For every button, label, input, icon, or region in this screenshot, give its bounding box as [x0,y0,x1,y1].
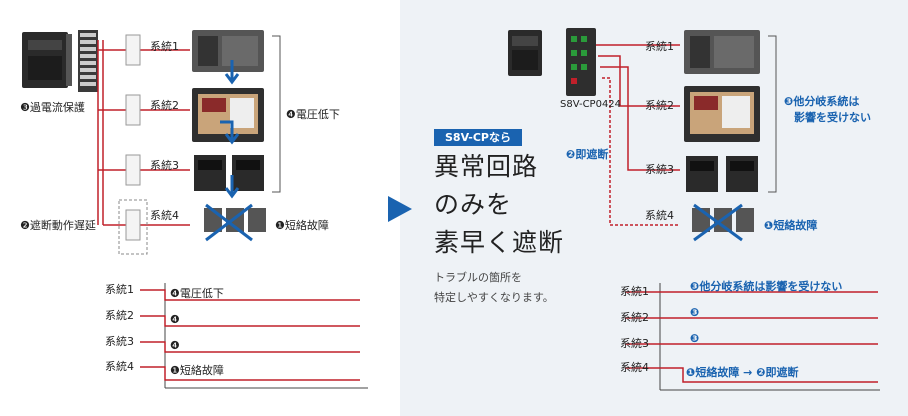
right-system1-label: 系統1 [645,40,674,53]
right-panel [400,0,908,416]
terminal-block-left [78,30,98,92]
power-supply-left [22,32,72,88]
left-timing-note3: ❹ [170,339,180,352]
cutoff-annotation: ❷即遮断 [566,148,609,161]
right-timing-row3: 系統3 [620,337,649,350]
left-system1-label: 系統1 [150,40,179,53]
right-system4-label: 系統4 [645,209,674,222]
short-annotation-right: ❶短絡故障 [764,219,818,232]
right-timing-row4: 系統4 [620,361,649,374]
unaffected-annotation-2: 影響を受けない [794,111,871,124]
fuses-left [118,34,148,255]
sensors-left [204,203,266,242]
wiring-right [596,44,680,226]
unaffected-annotation-1: ❸他分岐系統は [784,95,860,108]
left-system2-label: 系統2 [150,99,179,112]
plc-right [684,30,760,74]
wiring-left [97,40,190,226]
hmi-left [192,88,264,142]
left-timing-note1: ❹電圧低下 [170,287,224,300]
timing-chart-left [140,283,368,389]
left-timing-row4: 系統4 [105,360,134,373]
device-label: S8V-CP0424 [560,99,622,110]
left-system4-label: 系統4 [150,209,179,222]
headline-line2: のみを [434,190,513,219]
right-system3-label: 系統3 [645,163,674,176]
delay-annotation: ❷遮断動作遅延 [20,219,96,232]
right-timing-row2: 系統2 [620,311,649,324]
left-timing-row3: 系統3 [105,335,134,348]
overcurrent-annotation: ❸過電流保護 [20,101,85,114]
headline-line1: 異常回路 [434,152,539,181]
right-timing-note2: ❸ [690,306,700,319]
bracket-right [768,35,777,193]
transition-arrow [388,196,412,222]
voltage-drop-arrows [220,60,240,199]
temp-controllers-right [686,156,758,192]
right-timing-row1: 系統1 [620,285,649,298]
bracket-left [272,35,281,193]
voltage-drop-annotation: ❹電圧低下 [286,108,340,121]
left-system3-label: 系統3 [150,159,179,172]
description-line2: 特定しやすくなります。 [434,291,554,304]
timing-chart-right [625,283,880,391]
s8v-cp-badge: S8V-CPなら [434,129,522,146]
description-line1: トラブルの箇所を [434,271,522,284]
right-timing-note4: ❶短絡故障 → ❷即遮断 [686,366,799,379]
left-timing-note4: ❶短絡故障 [170,364,224,377]
left-timing-row2: 系統2 [105,309,134,322]
headline-line3: 素早く遮断 [434,228,565,257]
right-system2-label: 系統2 [645,99,674,112]
left-timing-row1: 系統1 [105,283,134,296]
left-timing-note2: ❹ [170,313,180,326]
hmi-right [684,86,760,142]
s8v-cp-device [566,28,596,96]
right-timing-note3: ❸ [690,332,700,345]
power-supply-right [508,30,542,76]
temp-controllers-left [194,155,264,191]
plc-left [192,30,264,72]
right-timing-note1: ❸他分岐系統は影響を受けない [690,280,843,293]
short-annotation-left: ❶短絡故障 [275,219,329,232]
sensors-right [692,203,754,242]
